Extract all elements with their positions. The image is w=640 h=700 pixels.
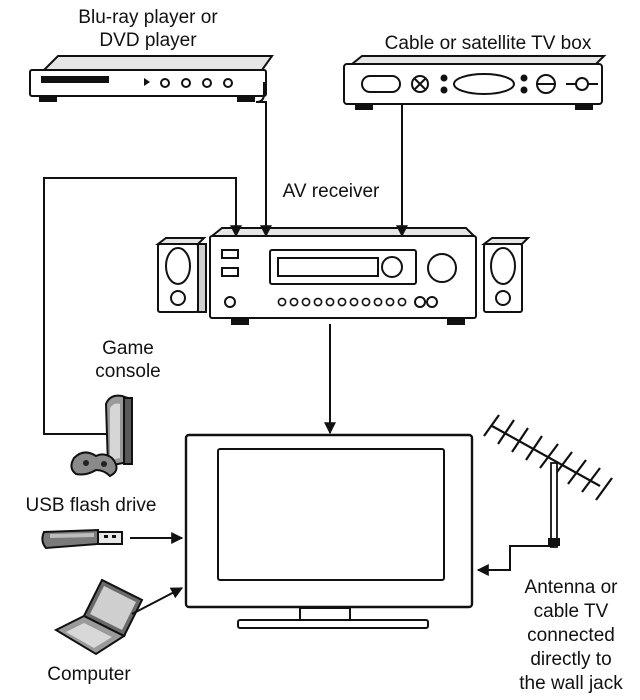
av-receiver-label: AV receiver <box>282 181 380 202</box>
antenna-to-tv-line <box>476 545 554 576</box>
laptop-icon <box>53 578 144 656</box>
antenna-label-line-2: cable TV <box>533 601 609 622</box>
antenna-label: Antenna or cable TV connected directly t… <box>506 576 636 696</box>
television-icon <box>184 433 474 629</box>
antenna-icon <box>483 414 613 548</box>
cable-box-icon <box>343 55 607 110</box>
game-console-label: Game console <box>78 337 178 383</box>
usb-drive-icon <box>41 528 123 550</box>
bluray-player-icon <box>29 55 274 102</box>
computer-label: Computer <box>47 664 131 685</box>
av-receiver-icon <box>209 227 477 325</box>
bluray-to-receiver-line <box>255 82 272 238</box>
game-console-label-line-1: Game <box>102 338 154 359</box>
console-to-receiver-line <box>43 177 242 435</box>
antenna-label-line-5: the wall jack <box>519 673 623 694</box>
connection-lines <box>43 82 554 615</box>
left-speaker-icon <box>155 237 207 313</box>
right-speaker-icon <box>481 237 531 313</box>
antenna-label-line-3: connected <box>527 625 615 646</box>
game-console-icon <box>70 394 133 478</box>
antenna-label-line-1: Antenna or <box>524 577 618 598</box>
laptop-to-tv-line <box>131 587 184 615</box>
usb-drive-label: USB flash drive <box>25 495 157 516</box>
bluray-label-line-1: Blu-ray player or <box>78 7 218 28</box>
bluray-label: Blu-ray player or DVD player <box>48 6 248 52</box>
bluray-label-line-2: DVD player <box>99 30 197 51</box>
cable-box-label: Cable or satellite TV box <box>384 33 592 54</box>
antenna-label-line-4: directly to <box>530 649 612 670</box>
game-console-label-line-2: console <box>95 361 161 382</box>
